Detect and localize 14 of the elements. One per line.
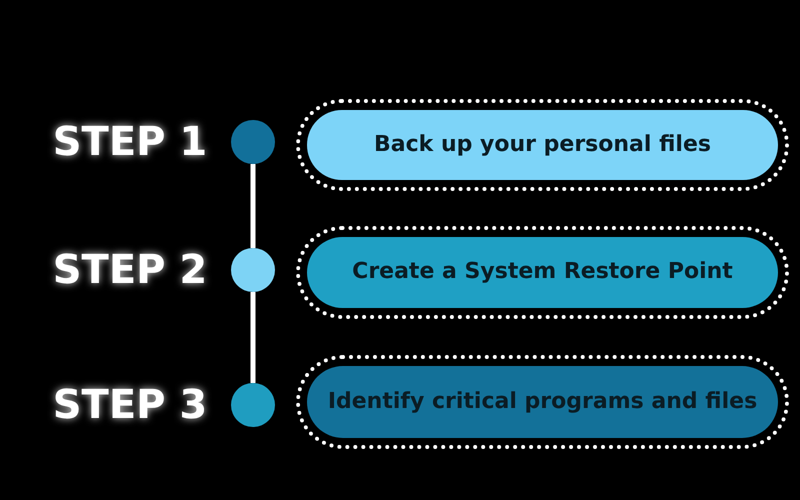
- step-text: Create a System Restore Point: [352, 260, 733, 285]
- step-label: STEP 2: [52, 246, 208, 295]
- step-label: STEP 3: [52, 381, 208, 430]
- step-pill: [307, 366, 778, 438]
- step-circle: [231, 383, 275, 427]
- step-label: STEP 1: [52, 118, 208, 167]
- step-pill: [307, 110, 778, 180]
- step-circle: [231, 120, 275, 164]
- connector-line: [250, 164, 256, 248]
- connector-line: [250, 292, 256, 383]
- step-text: Back up your personal files: [374, 132, 711, 158]
- step-text: Identify critical programs and files: [328, 390, 758, 414]
- step-pill: [307, 237, 778, 308]
- step-circle: [231, 248, 275, 292]
